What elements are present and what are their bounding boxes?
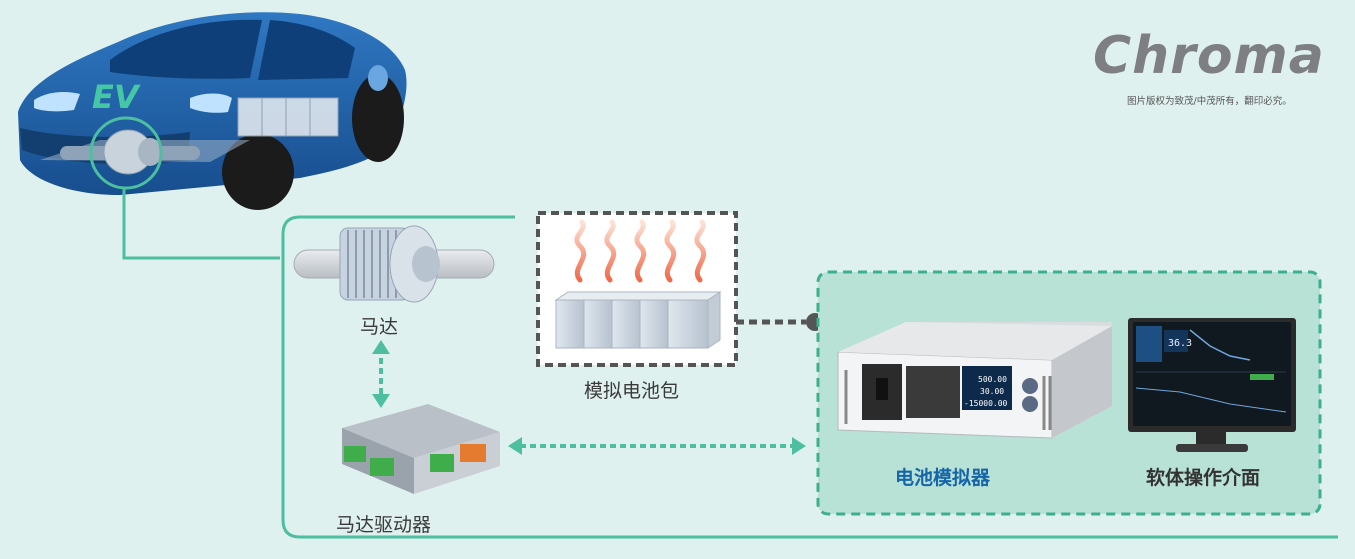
- pack-simulator-connector: [736, 313, 824, 331]
- connector-lines: [122, 188, 1338, 539]
- software-interface-label: 软体操作介面: [1146, 467, 1261, 489]
- device-power-readout: -15000.00: [964, 399, 1008, 408]
- motor-driver-illustration: [342, 404, 500, 494]
- software-readout: 36.3: [1168, 338, 1192, 349]
- motor-driver-arrow: [372, 340, 390, 408]
- ev-car-illustration: [18, 12, 407, 210]
- device-voltage-readout: 500.00: [978, 375, 1007, 384]
- device-current-readout: 30.00: [980, 387, 1004, 396]
- battery-pack-illustration: [536, 211, 738, 367]
- copyright-notice: 图片版权为致茂/中茂所有，翻印必究。: [1127, 96, 1292, 107]
- motor-label: 马达: [360, 316, 399, 338]
- driver-simulator-arrow: [508, 437, 806, 455]
- chroma-logo: Chroma: [1093, 26, 1325, 86]
- motor-driver-label: 马达驱动器: [336, 514, 432, 536]
- software-monitor: 36.3: [1128, 318, 1296, 452]
- battery-pack-label: 模拟电池包: [584, 380, 680, 402]
- battery-simulator-device: 500.00 30.00 -15000.00: [837, 322, 1112, 439]
- battery-simulator-label: 电池模拟器: [895, 467, 991, 489]
- ev-badge: EV: [92, 78, 141, 116]
- motor-illustration: [293, 225, 495, 303]
